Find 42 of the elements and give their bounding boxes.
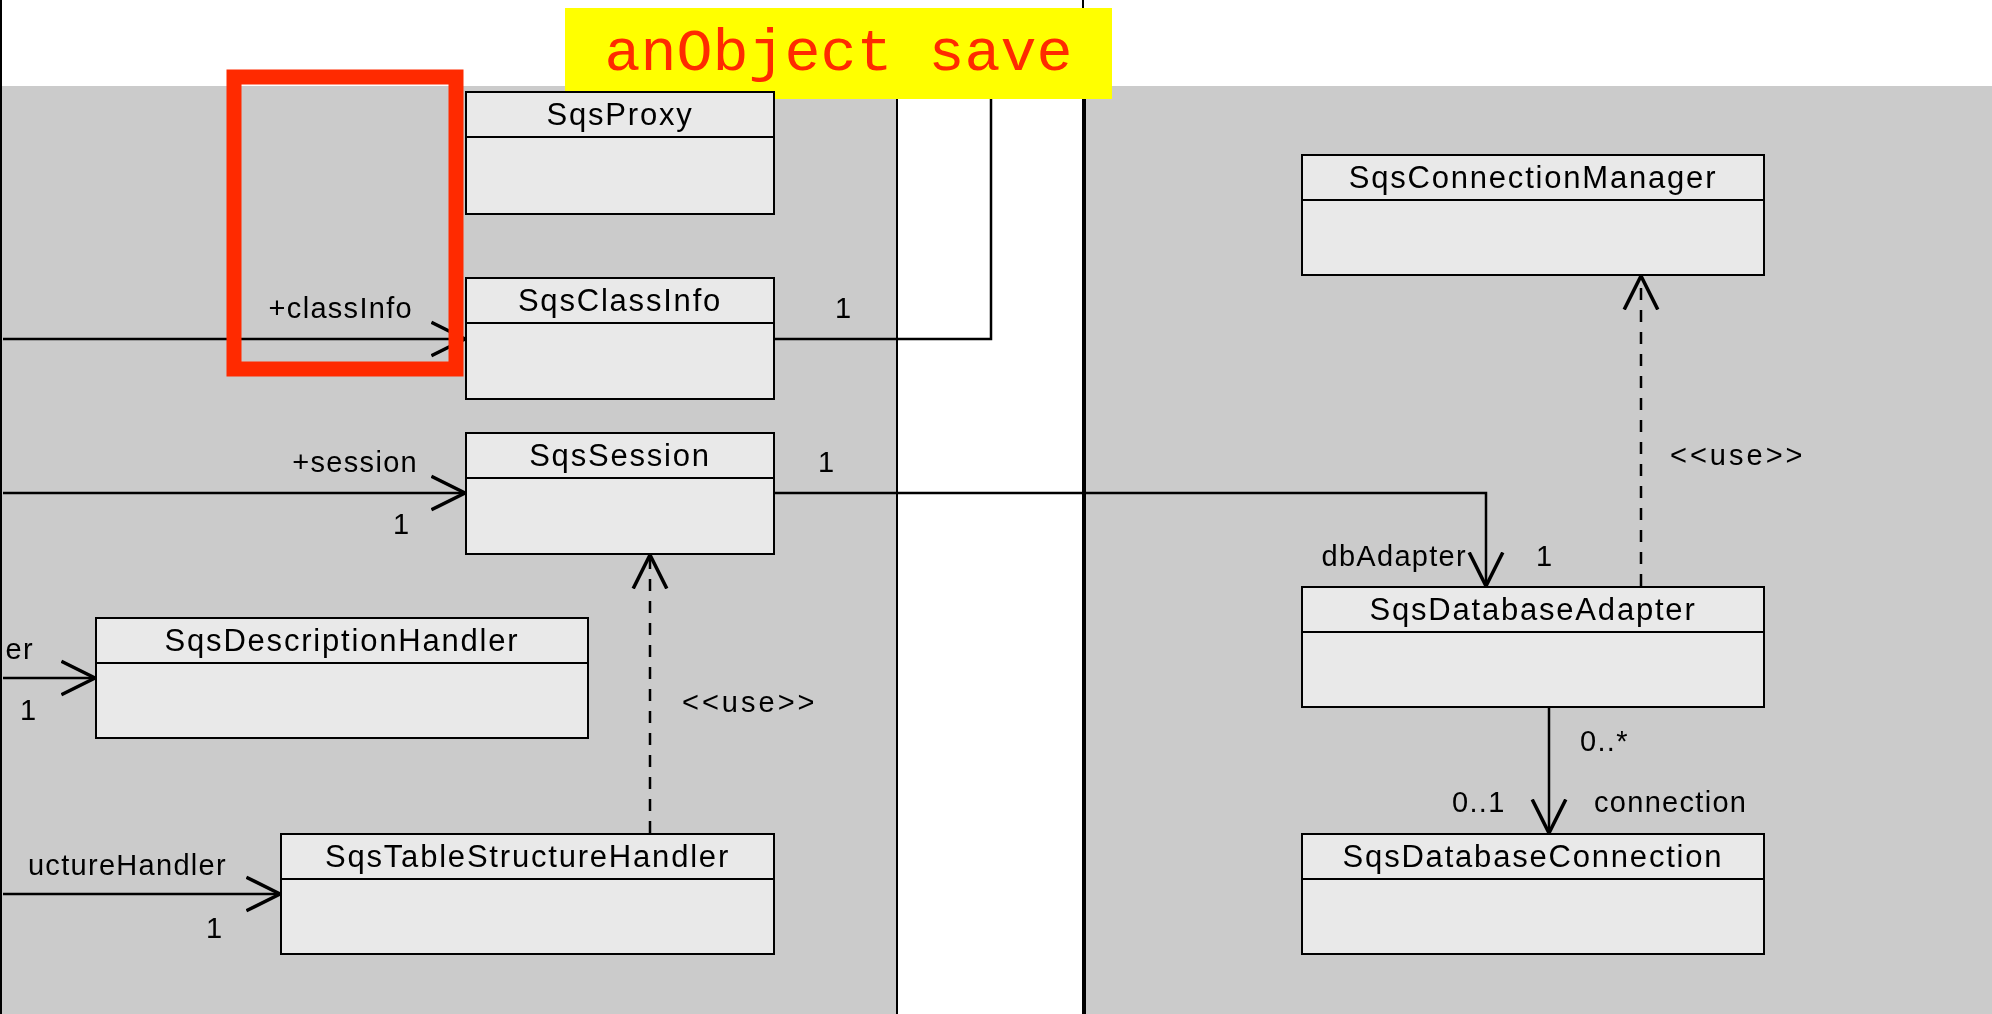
dependency-arrow <box>631 553 669 833</box>
role-label: +session <box>292 448 418 477</box>
class-name: SqsDatabaseConnection <box>1342 841 1724 872</box>
role-label: 1 <box>818 448 836 477</box>
edge-label: <<use>> <box>1670 441 1806 470</box>
role-label: 0..1 <box>1452 788 1506 817</box>
association-arrow <box>3 875 282 913</box>
class-box <box>465 91 775 215</box>
role-label: connection <box>1594 788 1748 817</box>
association-arrow <box>775 491 1505 588</box>
role-label: +classInfo <box>268 294 413 323</box>
class-box <box>280 833 775 955</box>
role-label: 1 <box>20 696 38 725</box>
role-label: 1 <box>835 294 853 323</box>
class-box <box>1301 833 1765 955</box>
role-label: 1 <box>393 510 411 539</box>
class-name: SqsClassInfo <box>517 285 723 316</box>
class-name: SqsTableStructureHandler <box>324 841 731 872</box>
association-arrow <box>1530 708 1568 835</box>
class-box <box>95 617 589 739</box>
role-label: dbAdapter <box>1321 542 1467 571</box>
role-label: er <box>5 635 34 664</box>
class-name: SqsDatabaseAdapter <box>1369 594 1697 625</box>
role-label: uctureHandler <box>27 851 227 880</box>
association-arrow <box>3 474 467 512</box>
association-line <box>775 99 993 341</box>
role-label: 1 <box>206 914 224 943</box>
class-name: SqsConnectionManager <box>1348 162 1718 193</box>
role-label: 1 <box>1536 542 1554 571</box>
class-box <box>1301 154 1765 276</box>
class-name: SqsProxy <box>546 99 694 130</box>
class-box <box>465 432 775 555</box>
association-arrow <box>3 320 467 358</box>
association-arrow <box>3 659 97 697</box>
class-box <box>465 277 775 400</box>
class-box <box>1301 586 1765 708</box>
role-label: 0..* <box>1580 727 1629 756</box>
edge-label: <<use>> <box>682 688 818 717</box>
message-label: anObject save <box>565 8 1112 99</box>
class-name: SqsDescriptionHandler <box>164 625 520 656</box>
class-name: SqsSession <box>529 440 711 471</box>
dependency-arrow <box>1622 274 1660 586</box>
